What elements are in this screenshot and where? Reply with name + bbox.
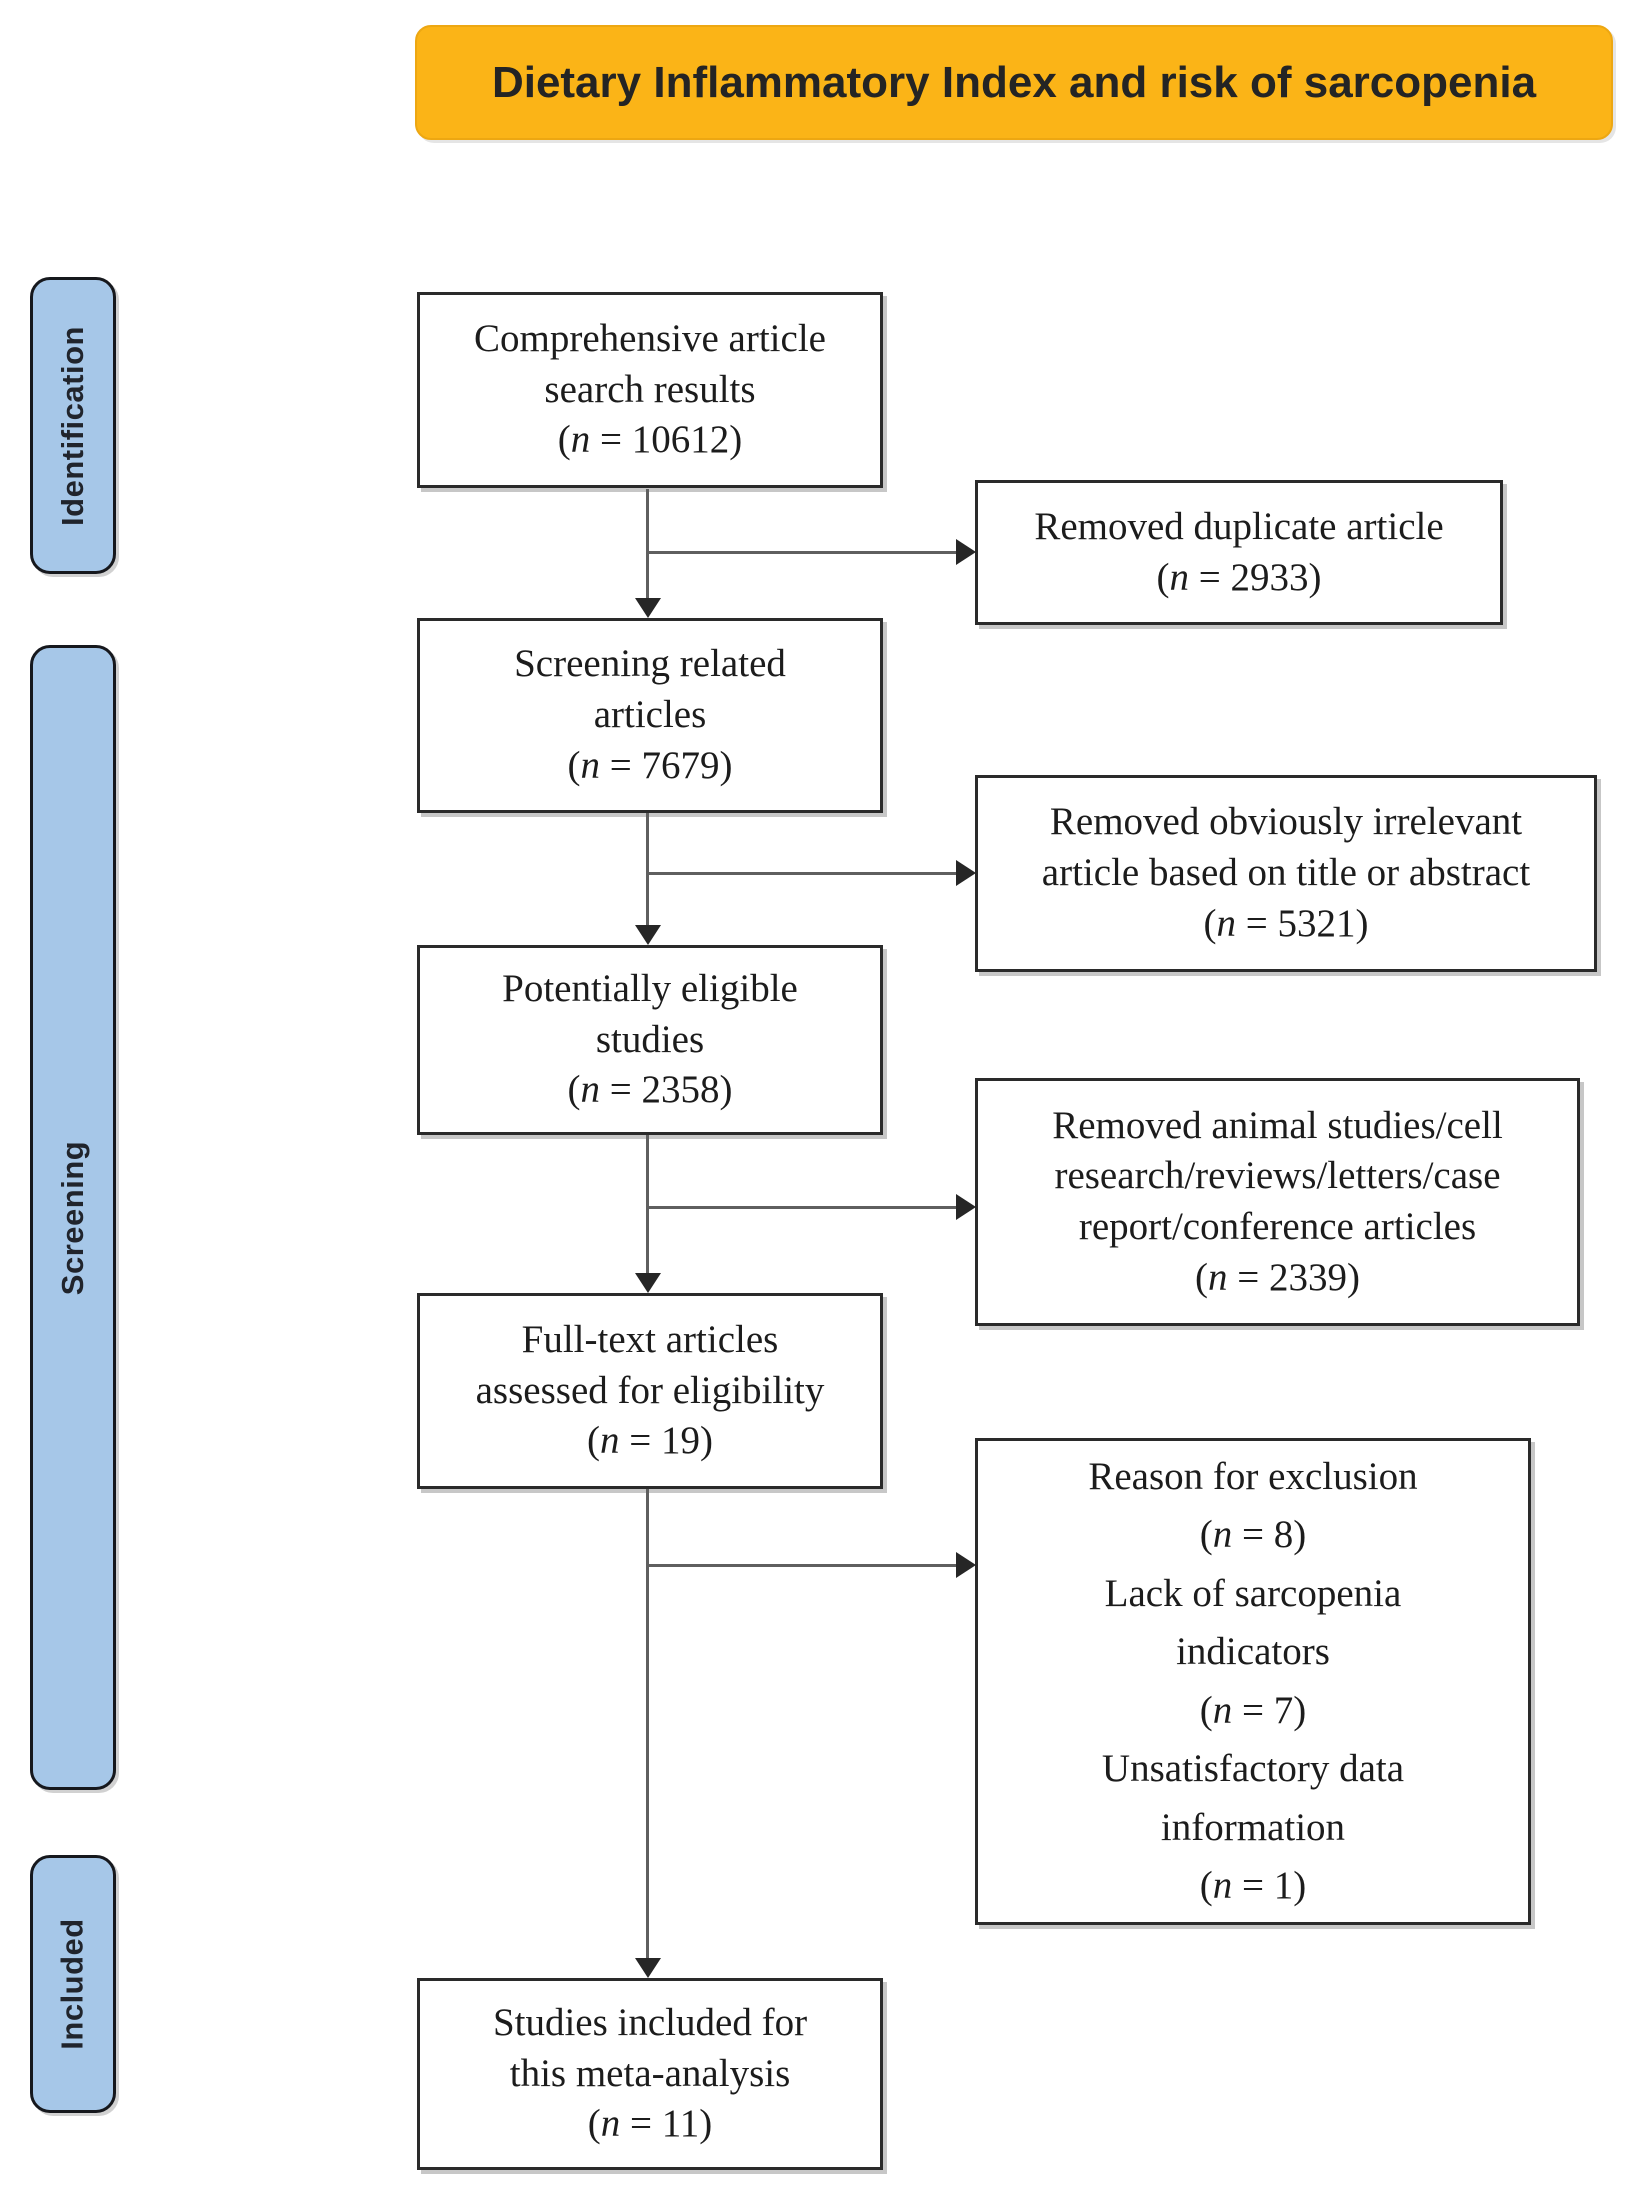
- box-text-line: (n = 7679): [567, 743, 733, 787]
- box-text-line: Unsatisfactory data: [1101, 1747, 1405, 1790]
- box-text-line: (n = 11): [587, 2102, 713, 2146]
- box-text-line: Removed animal studies/cell: [1052, 1103, 1503, 1147]
- arrow-right-3-shaft: [649, 1206, 956, 1209]
- stage-label-included: Included: [30, 1855, 116, 2113]
- box-text-line: Comprehensive article: [474, 316, 826, 360]
- arrowhead-right-3-icon: [956, 1194, 976, 1220]
- box-text-line: (n = 19): [587, 1419, 713, 1463]
- arrowhead-right-1-icon: [956, 539, 976, 565]
- flow-box-eligible-studies: Potentially eligible studies (n = 2358): [417, 945, 883, 1135]
- box-text-line: (n = 2933): [1156, 555, 1322, 599]
- stage-label-screening-text: Screening: [55, 1140, 91, 1295]
- box-text-line: search results: [544, 367, 756, 411]
- box-text-line: Reason for exclusion: [1088, 1454, 1418, 1498]
- box-text-line: assessed for eligibility: [475, 1368, 825, 1412]
- box-text-line: indicators: [1176, 1630, 1330, 1673]
- flow-box-fulltext-assessed: Full-text articles assessed for eligibili…: [417, 1293, 883, 1489]
- arrowhead-down-1-icon: [635, 598, 661, 618]
- box-text-line: (n = 10612): [557, 418, 743, 462]
- arrowhead-right-2-icon: [956, 860, 976, 886]
- box-text-line: (n = 5321): [1203, 901, 1369, 945]
- arrowhead-down-3-icon: [635, 1273, 661, 1293]
- exclusion-box-study-types: Removed animal studies/cell research/revi…: [975, 1078, 1580, 1326]
- flow-box-included-studies: Studies included for this meta-analysis (n…: [417, 1978, 883, 2170]
- arrowhead-down-4-icon: [635, 1958, 661, 1978]
- diagram-title: Dietary Inflammatory Index and risk of s…: [415, 25, 1613, 140]
- box-text-line: Studies included for: [492, 2000, 808, 2044]
- box-text-line: (n = 7): [1199, 1688, 1307, 1732]
- stage-label-identification: Identification: [30, 277, 116, 574]
- box-text-line: Screening related: [514, 642, 786, 686]
- arrow-right-4-shaft: [649, 1564, 956, 1567]
- stage-label-screening: Screening: [30, 645, 116, 1790]
- box-text-line: (n = 8): [1199, 1513, 1307, 1556]
- flow-box-search-results: Comprehensive article search results (n = …: [417, 292, 883, 488]
- arrow-right-1-shaft: [649, 551, 956, 554]
- box-text-line: research/reviews/letters/case: [1054, 1154, 1501, 1198]
- arrowhead-right-4-icon: [956, 1552, 976, 1578]
- box-text-line: Potentially eligible: [502, 966, 798, 1010]
- arrowhead-down-2-icon: [635, 925, 661, 945]
- box-text-line: this meta-analysis: [509, 2051, 791, 2095]
- box-text-line: (n = 2339): [1195, 1255, 1360, 1299]
- box-text-line: report/conference articles: [1078, 1205, 1477, 1248]
- arrow-down-2-shaft: [646, 813, 649, 927]
- box-text-line: (n = 1): [1199, 1864, 1307, 1907]
- exclusion-box-duplicates: Removed duplicate article (n = 2933): [975, 480, 1503, 625]
- exclusion-box-reasons: Reason for exclusion (n = 8) Lack of sarco…: [975, 1438, 1531, 1925]
- box-text-line: Lack of sarcopenia: [1104, 1571, 1402, 1615]
- box-text-line: Removed obviously irrelevant: [1049, 800, 1523, 844]
- arrow-down-3-shaft: [646, 1135, 649, 1275]
- box-text-line: articles: [593, 693, 707, 737]
- exclusion-box-irrelevant: Removed obviously irrelevant article base…: [975, 775, 1597, 972]
- arrow-right-2-shaft: [649, 872, 956, 875]
- arrow-down-4-shaft: [646, 1489, 649, 1960]
- box-text-line: studies: [595, 1017, 705, 1061]
- box-text-line: information: [1160, 1805, 1346, 1849]
- box-text-line: Full-text articles: [521, 1317, 779, 1361]
- box-text-line: Removed duplicate article: [1034, 504, 1444, 548]
- box-text-line: article based on title or abstract: [1041, 851, 1531, 895]
- stage-label-identification-text: Identification: [55, 325, 91, 526]
- stage-label-included-text: Included: [55, 1918, 91, 2050]
- arrow-down-1-shaft: [646, 489, 649, 600]
- box-text-line: (n = 2358): [567, 1068, 733, 1112]
- flow-box-screening-articles: Screening related articles (n = 7679): [417, 618, 883, 813]
